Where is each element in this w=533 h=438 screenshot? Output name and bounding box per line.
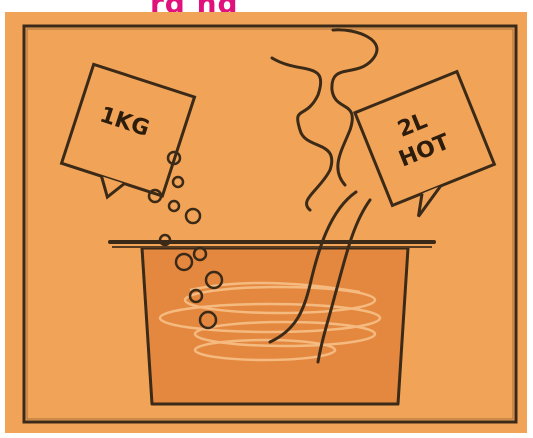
pot-icon [110, 242, 434, 404]
